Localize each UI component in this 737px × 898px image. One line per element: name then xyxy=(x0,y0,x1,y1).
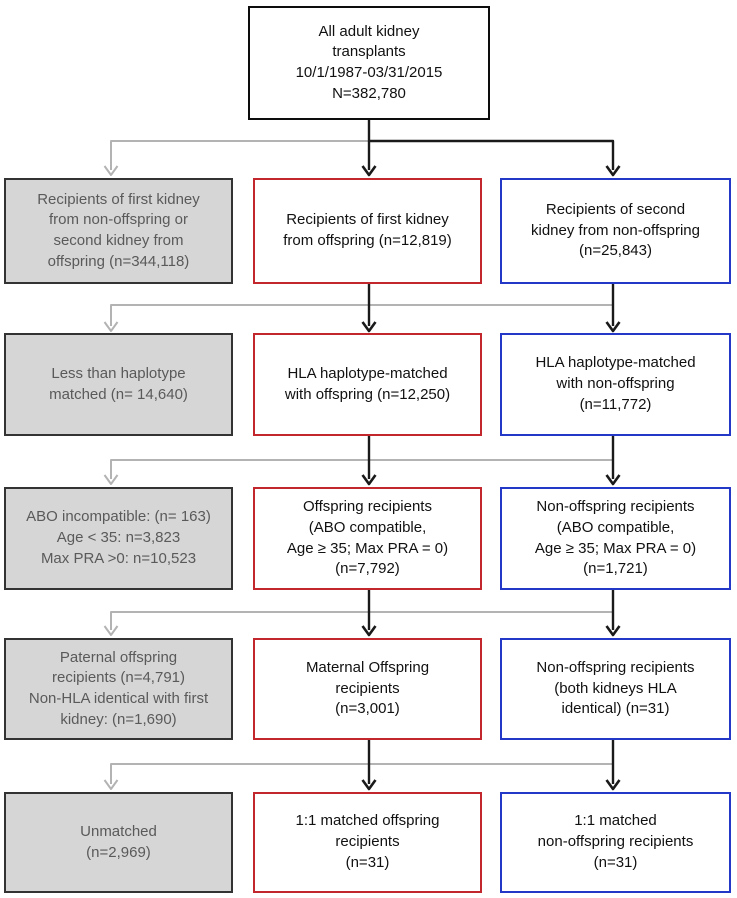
node-label: Maternal Offspring recipients (n=3,001) xyxy=(305,658,430,718)
gray-exclusion-lines xyxy=(103,140,613,790)
node-matched-offspring-recipients: 1:1 matched offspring recipients (n=31) xyxy=(253,792,482,893)
node-hla-matched-with-nonoffspring: HLA haplotype-matched with non-offspring… xyxy=(500,333,731,436)
node-label: HLA haplotype-matched with non-offspring… xyxy=(535,354,696,413)
black-arrowheads xyxy=(361,165,621,791)
node-nonoffspring-abo-compatible: Non-offspring recipients (ABO compatible… xyxy=(500,487,731,590)
node-label: Offspring recipients (ABO compatible, Ag… xyxy=(286,498,449,578)
node-excluded-paternal-nonhla-identical: Paternal offspring recipients (n=4,791) … xyxy=(4,638,233,740)
node-nonoffspring-both-kidneys-hla-identical: Non-offspring recipients (both kidneys H… xyxy=(500,638,731,740)
node-first-kidney-from-offspring: Recipients of first kidney from offsprin… xyxy=(253,178,482,284)
node-label: Paternal offspring recipients (n=4,791) … xyxy=(28,648,209,728)
node-label: Recipients of first kidney from non-offs… xyxy=(37,190,200,270)
node-maternal-offspring-recipients: Maternal Offspring recipients (n=3,001) xyxy=(253,638,482,740)
node-matched-nonoffspring-recipients: 1:1 matched non-offspring recipients (n=… xyxy=(500,792,731,893)
node-offspring-abo-compatible: Offspring recipients (ABO compatible, Ag… xyxy=(253,487,482,590)
node-excluded-nonoffspring-or-second-offspring: Recipients of first kidney from non-offs… xyxy=(4,178,233,284)
node-label: 1:1 matched non-offspring recipients (n=… xyxy=(537,812,694,871)
node-second-kidney-from-nonoffspring: Recipients of second kidney from non-off… xyxy=(500,178,731,284)
node-label: Non-offspring recipients (both kidneys H… xyxy=(536,658,695,718)
node-label: HLA haplotype-matched with offspring (n=… xyxy=(284,364,451,403)
node-unmatched: Unmatched (n=2,969) xyxy=(4,792,233,893)
node-label: All adult kidney transplants 10/1/1987-0… xyxy=(295,22,443,102)
node-label: Unmatched (n=2,969) xyxy=(80,822,157,861)
node-label: Non-offspring recipients (ABO compatible… xyxy=(534,498,697,578)
node-excluded-abo-age-pra: ABO incompatible: (n= 163) Age < 35: n=3… xyxy=(4,487,233,590)
black-flow-lines xyxy=(367,120,615,784)
node-label: Recipients of second kidney from non-off… xyxy=(531,200,700,260)
node-label: 1:1 matched offspring recipients (n=31) xyxy=(295,812,440,871)
node-all-adult-kidney-transplants: All adult kidney transplants 10/1/1987-0… xyxy=(248,6,490,120)
node-label: Less than haplotype matched (n= 14,640) xyxy=(49,364,188,403)
node-label: ABO incompatible: (n= 163) Age < 35: n=3… xyxy=(26,508,211,567)
node-less-than-haplotype-matched: Less than haplotype matched (n= 14,640) xyxy=(4,333,233,436)
node-label: Recipients of first kidney from offsprin… xyxy=(283,211,452,249)
node-hla-matched-with-offspring: HLA haplotype-matched with offspring (n=… xyxy=(253,333,482,436)
